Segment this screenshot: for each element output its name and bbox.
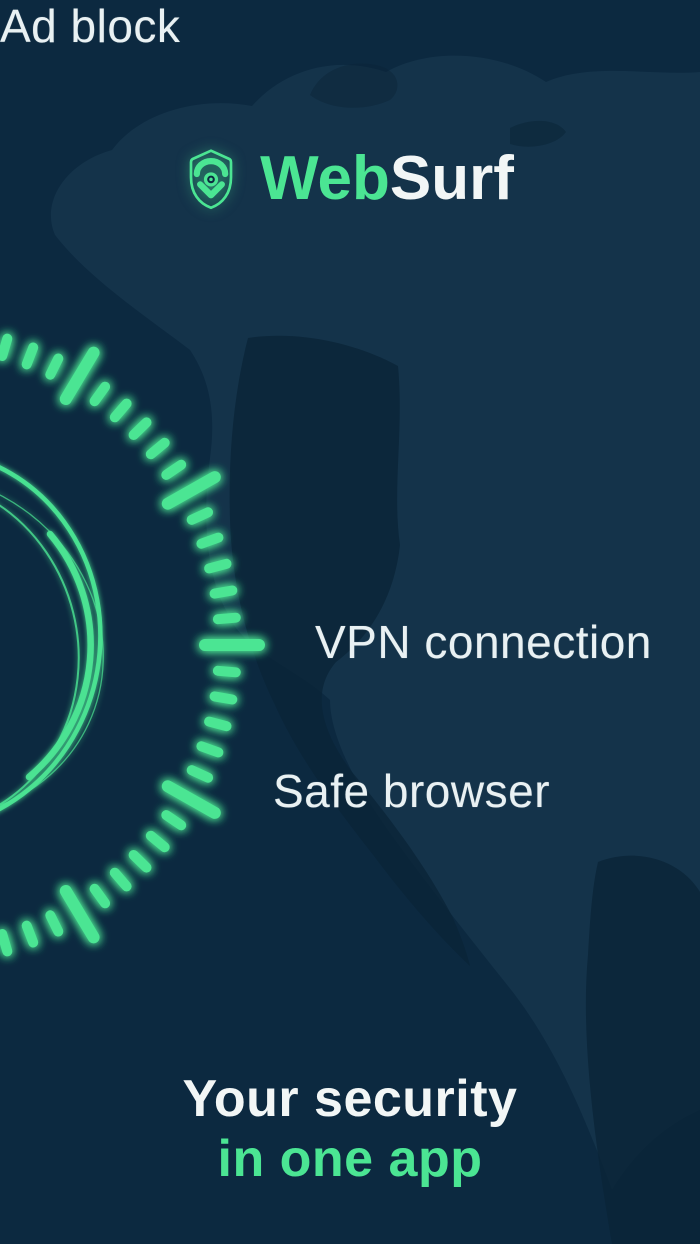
gauge-minor-tick <box>209 585 238 599</box>
gauge-major-tick <box>59 885 100 944</box>
gauge-minor-tick <box>128 417 152 440</box>
gauge-major-tick <box>59 346 100 405</box>
tagline-line2: in one app <box>217 1130 483 1188</box>
gauge-minor-tick <box>109 398 132 423</box>
tagline: Your security in one app <box>0 1069 700 1189</box>
gauge-minor-tick <box>89 883 111 909</box>
gauge-minor-tick <box>204 716 232 732</box>
gauge-major-tick <box>161 780 221 819</box>
gauge-minor-tick <box>212 612 241 625</box>
gauge-minor-tick <box>212 665 241 678</box>
gauge-minor-tick <box>196 741 224 758</box>
shield-eye-icon <box>189 149 233 210</box>
gauge-minor-tick <box>145 830 170 853</box>
gauge-minor-tick <box>204 558 232 574</box>
app-title: WebSurf <box>260 148 514 210</box>
app-title-secondary: Surf <box>389 144 514 213</box>
gauge-minor-tick <box>128 850 152 873</box>
tagline-line1: Your security <box>182 1070 518 1128</box>
glowing-tick-ring <box>0 333 265 957</box>
hand-drawn-circle <box>0 448 104 832</box>
gauge-minor-tick <box>0 333 13 361</box>
gauge-minor-tick <box>89 381 111 407</box>
gauge-minor-tick <box>45 353 64 380</box>
feature-safe-browser: Safe browser <box>273 765 551 817</box>
app-title-primary: Web <box>260 144 390 213</box>
gauge-minor-tick <box>161 810 187 831</box>
app-logo: WebSurf <box>0 148 700 210</box>
gauge-minor-tick <box>186 507 214 525</box>
feature-vpn-connection: VPN connection <box>315 616 652 668</box>
gauge-minor-tick <box>45 910 64 937</box>
gauge-minor-tick <box>145 437 170 460</box>
gauge-minor-tick <box>21 920 39 948</box>
feature-ad-block: Ad block <box>0 0 181 52</box>
gauge-minor-tick <box>186 765 214 783</box>
gauge-major-tick <box>161 471 221 510</box>
gauge-minor-tick <box>209 691 238 705</box>
gauge-minor-tick <box>196 532 224 549</box>
gauge-minor-tick <box>0 929 13 957</box>
gauge-minor-tick <box>109 867 132 892</box>
gauge-minor-tick <box>161 459 187 480</box>
gauge-minor-tick <box>21 342 39 370</box>
